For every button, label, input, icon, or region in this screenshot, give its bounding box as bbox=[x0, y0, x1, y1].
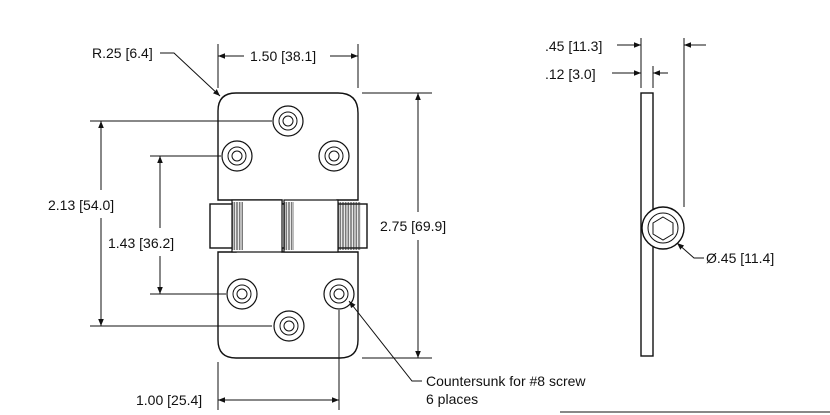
countersunk-note: Countersunk for #8 screw bbox=[426, 373, 586, 389]
pin-hex bbox=[652, 216, 674, 241]
bottom-offset-label: 1.00 [25.4] bbox=[136, 392, 202, 408]
outer-spacing-label: 2.13 [54.0] bbox=[48, 197, 114, 213]
side-view bbox=[612, 38, 706, 357]
hole-bottom-left bbox=[226, 278, 258, 310]
radius-label: R.25 [6.4] bbox=[92, 45, 153, 61]
hole-top-right bbox=[318, 140, 350, 172]
overall-height-label: 2.75 [69.9] bbox=[380, 218, 446, 234]
thickness-label: .12 [3.0] bbox=[545, 66, 596, 82]
hole-top-center bbox=[272, 105, 304, 137]
hole-bottom-right bbox=[323, 278, 355, 310]
dimension-lines bbox=[90, 44, 432, 410]
hole-top-left bbox=[221, 140, 253, 172]
inner-spacing-label: 1.43 [36.2] bbox=[108, 235, 174, 251]
pin-diameter-label: Ø.45 [11.4] bbox=[706, 250, 774, 266]
countersunk-places: 6 places bbox=[426, 391, 478, 407]
knurling bbox=[232, 202, 361, 250]
screw-holes bbox=[221, 105, 355, 342]
dimension-labels: R.25 [6.4] 1.50 [38.1] 2.13 [54.0] 1.43 … bbox=[48, 38, 774, 408]
top-width-label: 1.50 [38.1] bbox=[250, 48, 316, 64]
hole-bottom-center bbox=[273, 310, 305, 342]
side-width-label: .45 [11.3] bbox=[545, 38, 602, 54]
front-view bbox=[209, 92, 368, 359]
